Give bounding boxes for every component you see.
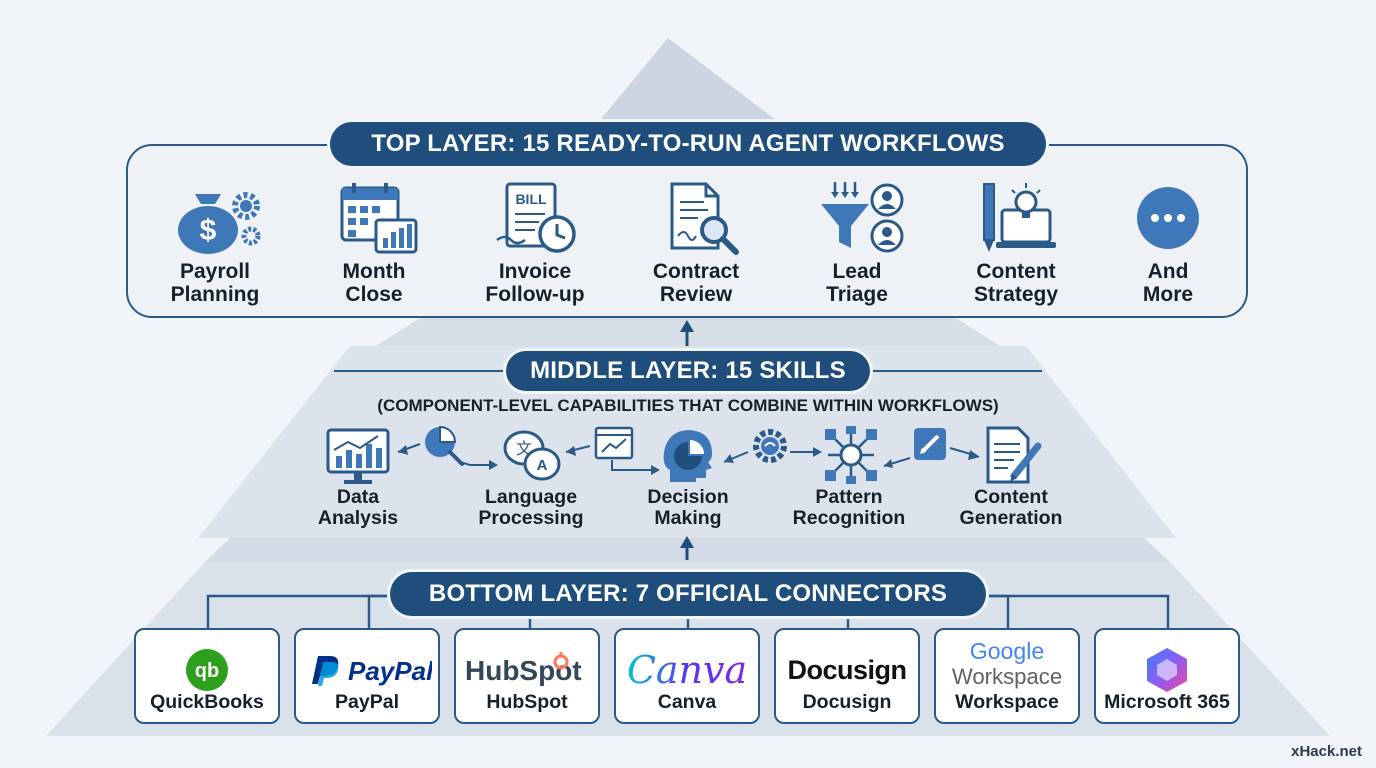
top-layer-title: TOP LAYER: 15 READY-TO-RUN AGENT WORKFLO…	[330, 122, 1046, 166]
money-bag-gears-icon: $	[178, 192, 261, 254]
network-node-icon	[825, 426, 877, 484]
workflow-label: Month Close	[342, 260, 406, 306]
document-pen-icon	[986, 426, 1042, 484]
workflow-invoice-follow-up[interactable]: BILL Invoice Follow-up	[465, 180, 605, 306]
workflow-content-strategy[interactable]: Content Strategy	[946, 180, 1086, 306]
connector-microsoft-365[interactable]: Microsoft 365	[1094, 628, 1240, 724]
svg-text:BILL: BILL	[515, 191, 547, 207]
pie-magnifier-icon	[425, 425, 464, 466]
watermark: xHack.net	[1291, 743, 1362, 760]
canva-logo-text: Canva	[627, 648, 747, 692]
connector-quickbooks[interactable]: qb QuickBooks	[134, 628, 280, 724]
workflow-payroll-planning[interactable]: $ Payroll Planning	[145, 180, 285, 306]
document-magnifier-icon	[670, 182, 739, 255]
skill-pattern-recognition[interactable]: Pattern Recognition	[792, 486, 906, 529]
calendar-chart-icon	[340, 183, 418, 254]
connector-name: Workspace	[955, 691, 1059, 713]
workspace-logo-text: Workspace	[952, 664, 1062, 689]
funnel-people-icon	[821, 182, 904, 253]
edit-square-icon	[914, 428, 946, 460]
connector-name: PayPal	[335, 691, 399, 713]
skill-decision-making[interactable]: Decision Making	[647, 486, 729, 529]
connector-name: QuickBooks	[150, 691, 264, 713]
pencil-laptop-bulb-icon	[983, 183, 1056, 252]
gear-brain-icon	[753, 429, 787, 463]
workflow-label: Lead Triage	[826, 260, 888, 306]
connector-canva[interactable]: Canva Canva	[614, 628, 760, 724]
hubspot-logo: HubSpot	[465, 652, 582, 686]
connector-bus	[206, 594, 1170, 628]
quickbooks-logo: qb	[186, 649, 228, 691]
skill-data-analysis[interactable]: Data Analysis	[317, 486, 399, 529]
paypal-logo: PayPal	[312, 656, 432, 686]
skill-language-processing[interactable]: Language Processing	[478, 486, 584, 529]
canva-logo: Canva	[627, 648, 747, 692]
up-arrow-top	[680, 320, 694, 346]
microsoft-365-logo	[1147, 648, 1187, 692]
connector-docusign[interactable]: Docusign Docusign	[774, 628, 920, 724]
pyramid-top-tier	[600, 38, 776, 120]
svg-text:$: $	[200, 214, 217, 247]
paypal-logo-text: PayPal	[348, 656, 432, 686]
workflow-label: Invoice Follow-up	[485, 260, 585, 306]
workflow-contract-review[interactable]: Contract Review	[626, 180, 766, 306]
connector-name: Docusign	[802, 691, 892, 713]
head-pie-icon	[663, 430, 712, 482]
connector-hubspot[interactable]: HubSpot HubSpot	[454, 628, 600, 724]
google-logo-text: Google	[970, 638, 1045, 664]
docusign-logo-text: Docusign	[787, 655, 906, 685]
connector-name: HubSpot	[486, 691, 568, 713]
docusign-logo: Docusign	[787, 655, 907, 685]
workflow-label: Contract Review	[652, 260, 740, 306]
connector-name: Canva	[657, 691, 717, 713]
quickbooks-logo-text: qb	[195, 660, 219, 682]
svg-text:A: A	[537, 457, 548, 474]
trend-window-icon	[594, 426, 634, 460]
workflow-month-close[interactable]: Month Close	[304, 180, 444, 306]
google-workspace-logo: Google Workspace	[952, 638, 1062, 689]
middle-layer-title: MIDDLE LAYER: 15 SKILLS	[506, 351, 870, 391]
connector-google-workspace[interactable]: Google Workspace Workspace	[934, 628, 1080, 724]
hubspot-logo-text: HubSpot	[465, 655, 582, 686]
workflow-lead-triage[interactable]: Lead Triage	[787, 180, 927, 306]
translate-bubbles-icon: 文 A	[503, 430, 561, 481]
skill-arrowheads	[398, 445, 980, 475]
more-dots-icon	[1137, 187, 1199, 249]
bottom-layer-title: BOTTOM LAYER: 7 OFFICIAL CONNECTORS	[390, 572, 986, 616]
workflow-and-more[interactable]: And More	[1098, 180, 1238, 306]
workflow-label: And More	[1142, 260, 1194, 306]
connector-paypal[interactable]: PayPal PayPal	[294, 628, 440, 724]
connector-name: Microsoft 365	[1104, 691, 1230, 713]
workflow-label: Payroll Planning	[170, 260, 260, 306]
up-arrow-bottom	[680, 536, 694, 560]
skill-content-generation[interactable]: Content Generation	[959, 486, 1063, 529]
workflow-label: Content Strategy	[973, 260, 1059, 306]
bill-clock-icon: BILL	[496, 182, 576, 253]
bar-chart-monitor-icon	[326, 428, 390, 484]
middle-layer-subtitle: (COMPONENT-LEVEL CAPABILITIES THAT COMBI…	[377, 396, 999, 415]
